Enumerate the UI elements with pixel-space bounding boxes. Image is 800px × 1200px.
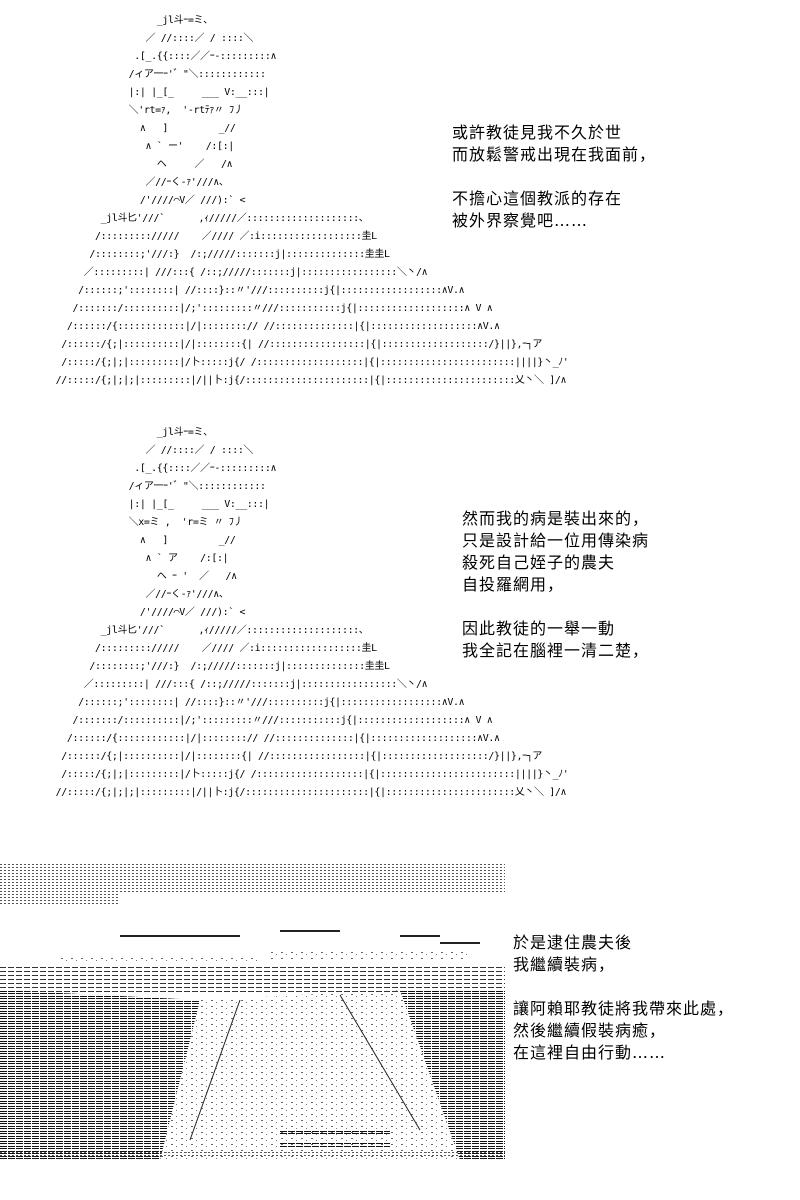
panel-3: 於是逮住農夫後 我繼續裝病， 讓阿賴耶教徒將我帶來此處， 然後繼續假裝病癒， 在… [0,830,800,1200]
sky-band [430,880,505,894]
ridge-line [440,942,480,944]
dialogue-box: 然而我的病是裝出來的， 只是設計給一位用傳染病 殺死自己姪子的農夫 自投羅網用，… [462,508,649,662]
ridge-texture [270,950,470,960]
dialogue-line: 不擔心這個教派的存在 [452,189,623,208]
dialogue-line: 然而我的病是裝出來的， [462,509,650,528]
dialogue-box: 於是逮住農夫後 我繼續裝病， 讓阿賴耶教徒將我帶來此處， 然後繼續假裝病癒， 在… [513,932,734,1064]
dialogue-line: 或許教徒見我不久於世 [452,123,623,142]
ridge-line [120,935,240,937]
path-edge [189,999,241,1141]
dialogue-line: 殺死自己姪子的農夫 [462,553,616,572]
ground-band [0,1152,505,1158]
dialogue-line: 我全記在腦裡一清二楚， [462,641,650,660]
sky-band [0,892,120,904]
dialogue-line: 因此教徒的一舉一動 [462,619,616,638]
dialogue-line: 在這裡自由行動…… [513,1043,667,1062]
ridge-texture [60,955,260,961]
dialogue-line: 讓阿賴耶教徒將我帶來此處， [513,999,735,1018]
ascii-art-landscape [0,830,505,1160]
ground-band [280,1142,390,1148]
dialogue-line: 於是逮住農夫後 [513,933,633,952]
sky-band [0,862,505,892]
dialogue-line: 然後繼續假裝病癒， [513,1021,667,1040]
panel-1: _jl斗ｰ=ミ、 ／ //::::／ / ::::＼ .[_.{{::::／／ｰ… [0,0,800,410]
ground-right [400,990,505,1160]
dialogue-line: 自投羅網用， [462,575,565,594]
ascii-art-figure: _jl斗ｰ=ミ、 ／ //::::／ / ::::＼ .[_.{{::::／／ｰ… [55,15,569,386]
dialogue-gap [462,596,649,618]
ascii-art-figure: _jl斗ｰ=ミ、 ／ //::::／ / ::::＼ .[_.{{::::／／ｰ… [55,427,569,798]
ridge-line [400,935,440,937]
path-edge [339,994,421,1131]
dialogue-box: 或許教徒見我不久於世 而放鬆警戒出現在我面前， 不擔心這個教派的存在 被外界察覺… [452,122,656,232]
dialogue-gap [513,976,734,998]
ground-band [280,1130,390,1136]
ground-left [0,990,200,1160]
dialogue-line: 只是設計給一位用傳染病 [462,531,650,550]
ridge-line [280,930,340,932]
dialogue-line: 被外界察覺吧…… [452,211,589,230]
dialogue-gap [452,166,656,188]
dialogue-line: 而放鬆警戒出現在我面前， [452,145,657,164]
dialogue-line: 我繼續裝病， [513,955,616,974]
panel-2: _jl斗ｰ=ミ、 ／ //::::／ / ::::＼ .[_.{{::::／／ｰ… [0,410,800,820]
path [160,990,460,1160]
